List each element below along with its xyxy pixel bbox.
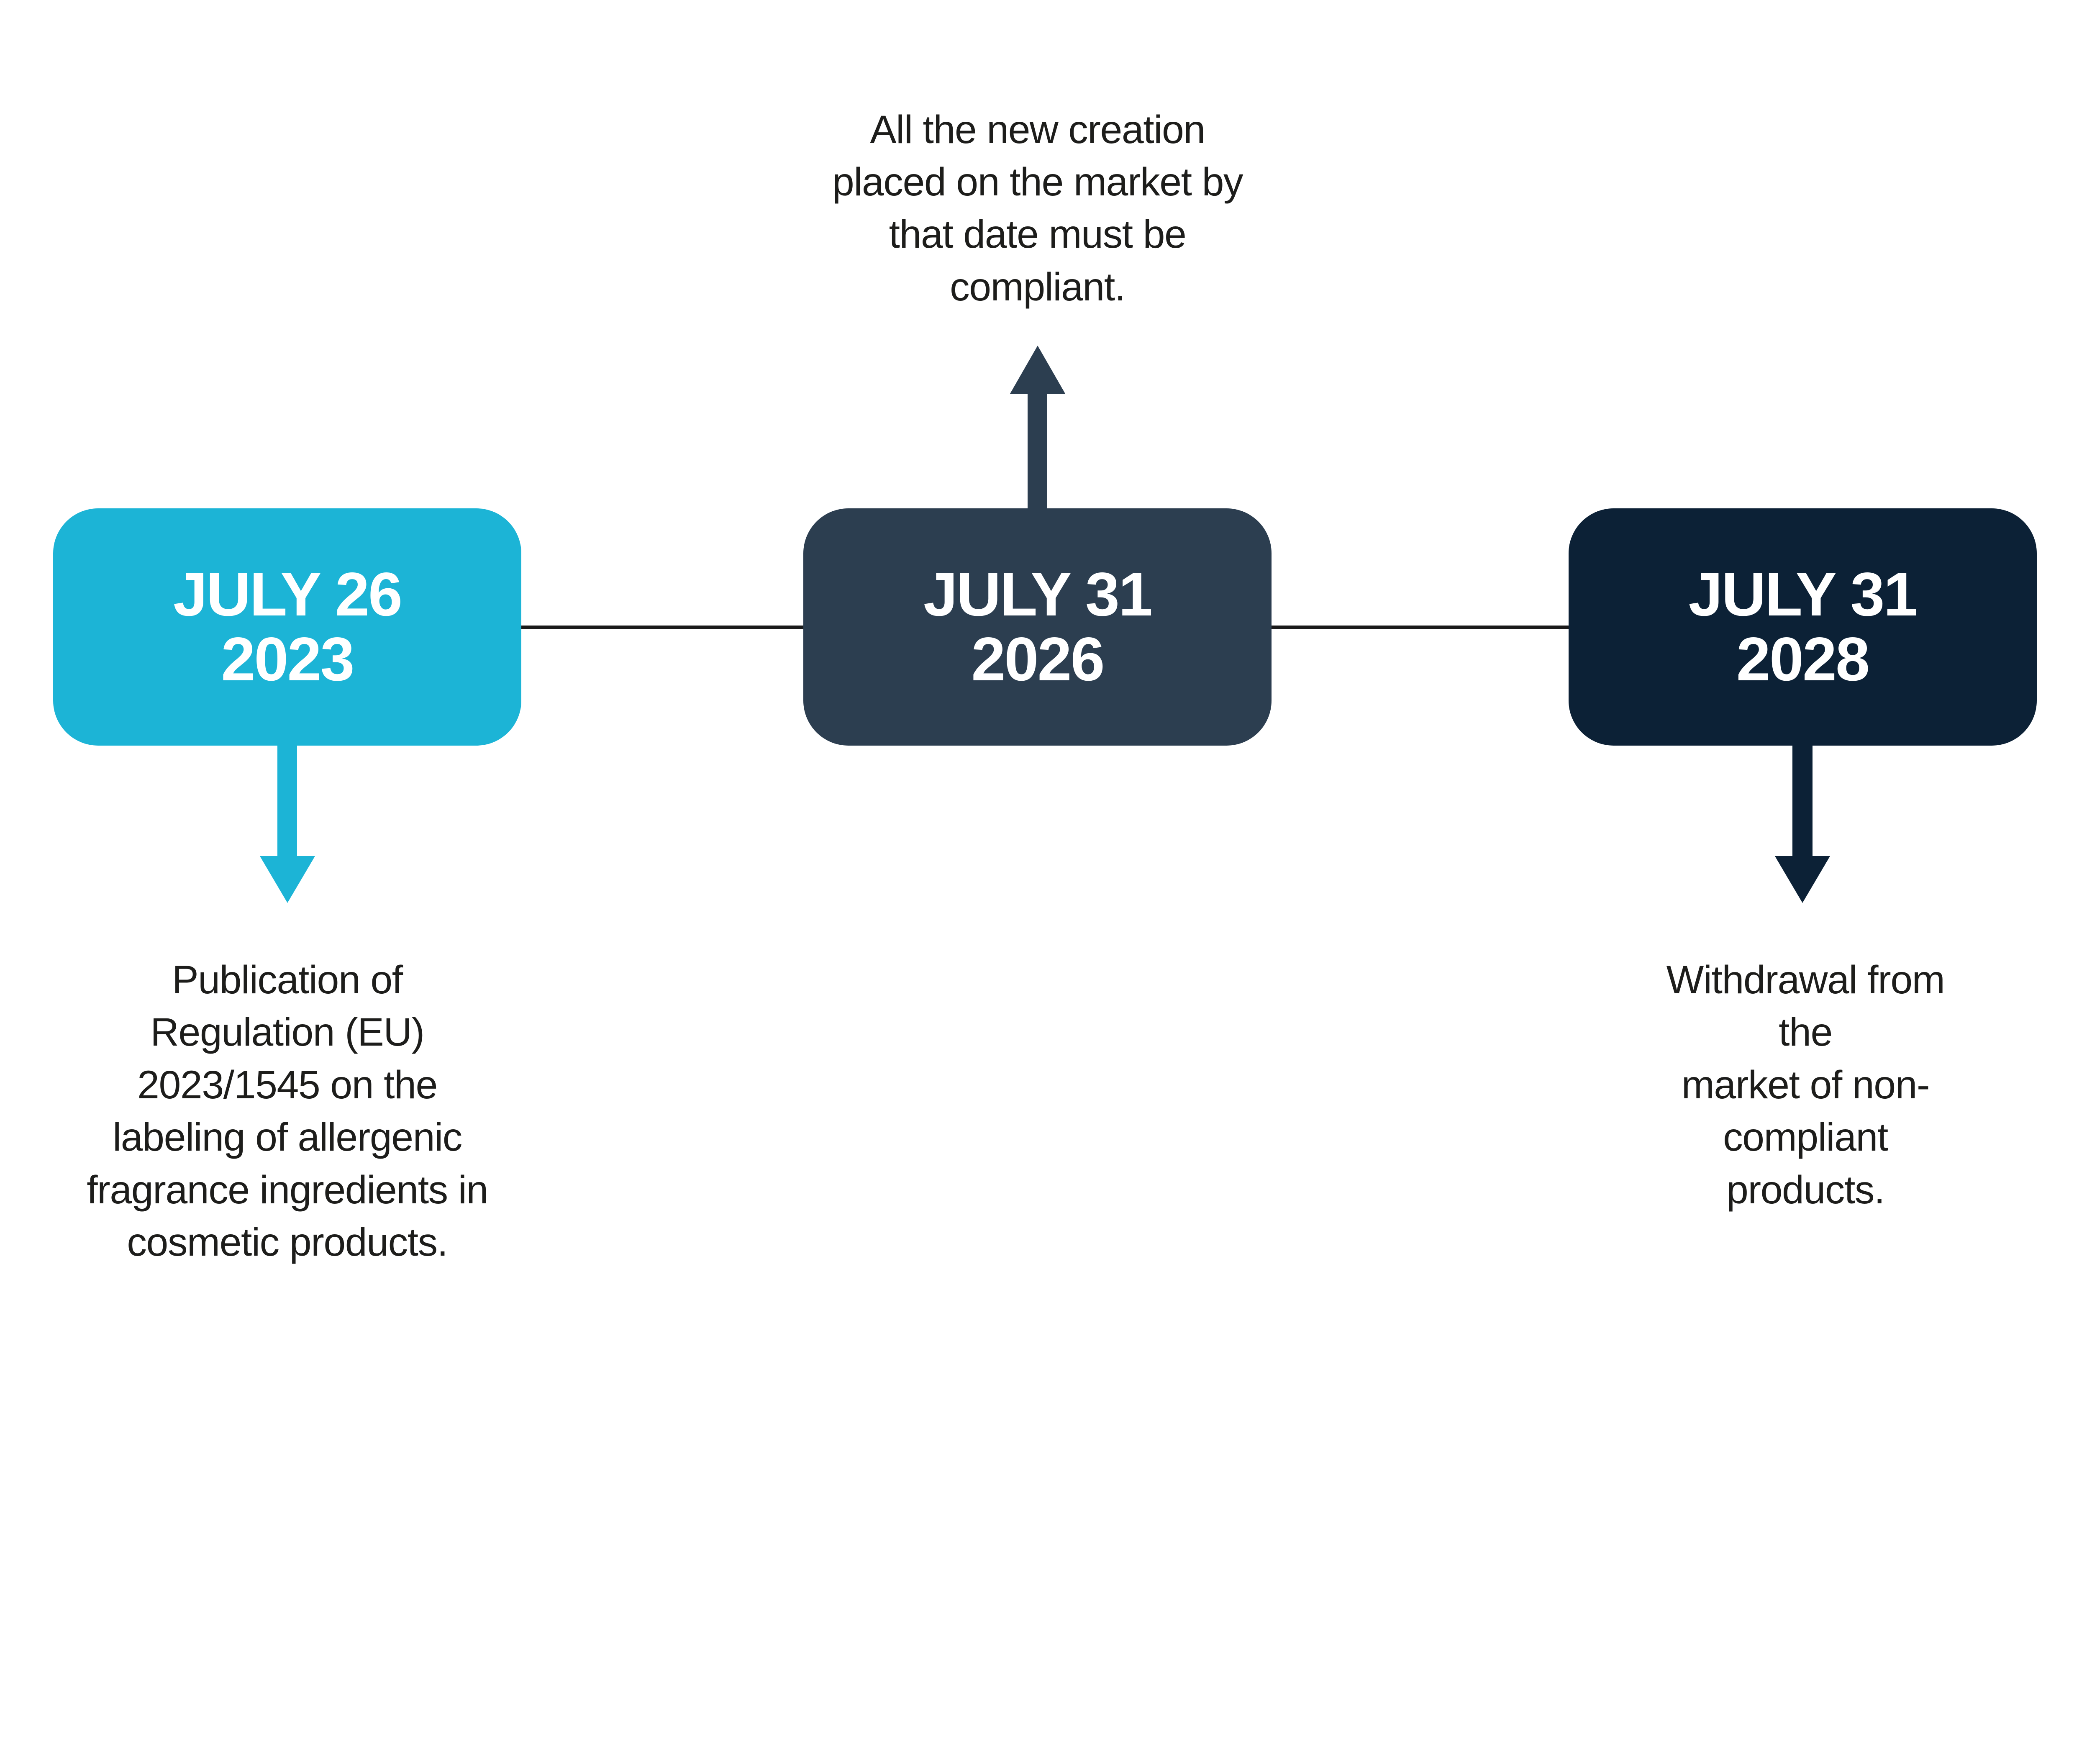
down-arrow-icon [259,746,315,903]
up-arrow-icon [1010,345,1065,508]
milestone-date: JULY 31 2028 [1688,559,1918,694]
arrow-head [259,856,315,903]
milestone-box-july-31-2026: JULY 31 2026 [803,508,1272,746]
milestone-2028-description: Withdrawal from the market of non-compli… [1666,958,1945,1212]
timeline-infographic: All the new creation placed on the marke… [53,107,2037,1264]
arrow-stem [1027,393,1048,508]
arrow-stem [1792,746,1813,856]
arrow-head [1775,856,1830,903]
milestone-2026-description: All the new creation placed on the marke… [832,107,1243,309]
arrow-stem [277,746,297,856]
milestone-box-july-26-2023: JULY 26 2023 [53,508,521,746]
down-arrow-icon [1775,746,1830,903]
arrow-head [1010,345,1065,394]
milestone-box-july-31-2028: JULY 31 2028 [1568,508,2037,746]
milestone-2023-description: Publication of Regulation (EU) 2023/1545… [87,958,488,1264]
milestone-date: JULY 26 2023 [173,559,403,694]
milestone-date: JULY 31 2026 [923,559,1153,694]
